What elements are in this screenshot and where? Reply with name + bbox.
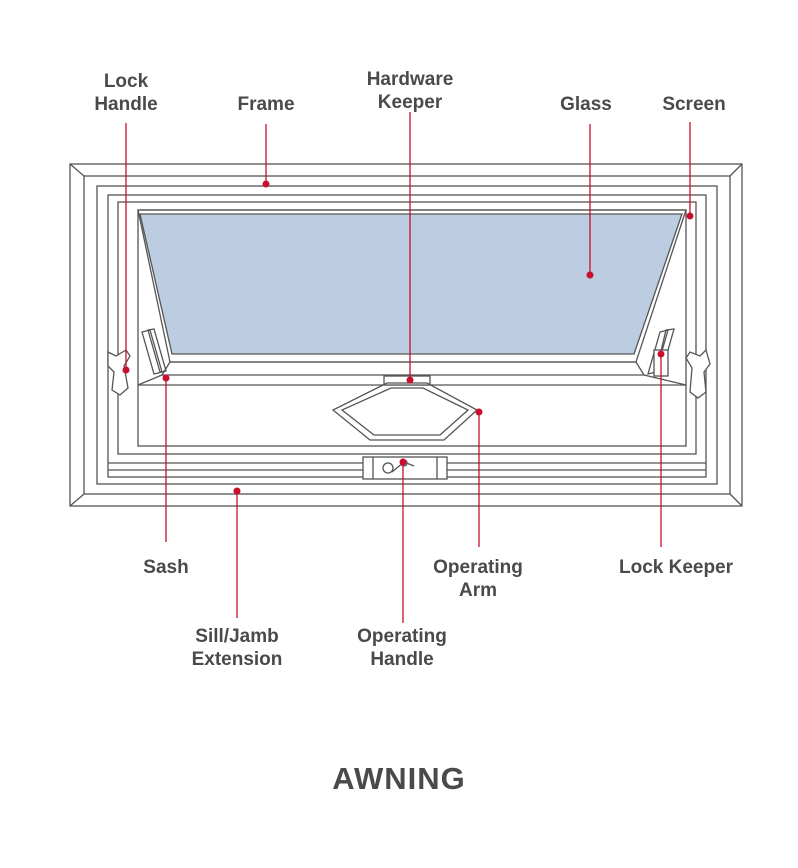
window-frame [69,163,743,507]
frame-layer-3 [96,185,718,485]
dot-sash [162,374,170,382]
leader-dots [122,180,694,495]
label-frame: Frame [237,94,295,115]
label-operating-arm: Operating Arm [433,557,523,601]
diagram-title: AWNING [332,761,466,796]
lock-handle-hardware [107,349,131,396]
dot-glass [586,271,594,279]
screen-inner [117,201,697,455]
dot-lock-handle [122,366,130,374]
dot-hardware-keeper [406,376,414,384]
dot-operating-handle [399,458,407,466]
dot-operating-arm [475,408,483,416]
label-glass: Glass [560,94,612,115]
dot-frame [262,180,270,188]
frame-layer-2 [83,175,731,495]
label-sash: Sash [143,557,189,578]
leader-lines [125,112,691,623]
glass-pane [139,213,683,355]
label-sill-jamb-extension: Sill/Jamb Extension [191,626,283,670]
dot-lock-keeper [657,350,665,358]
label-operating-handle: Operating Handle [357,626,447,670]
frame-outer-edge [69,163,743,507]
label-lock-keeper: Lock Keeper [618,557,734,578]
dot-sill-jamb [233,487,241,495]
label-screen: Screen [662,94,726,115]
label-hardware-keeper: Hardware Keeper [366,69,454,113]
operating-arm [331,382,479,441]
dot-screen [686,212,694,220]
label-lock-handle: Lock Handle [94,71,158,115]
